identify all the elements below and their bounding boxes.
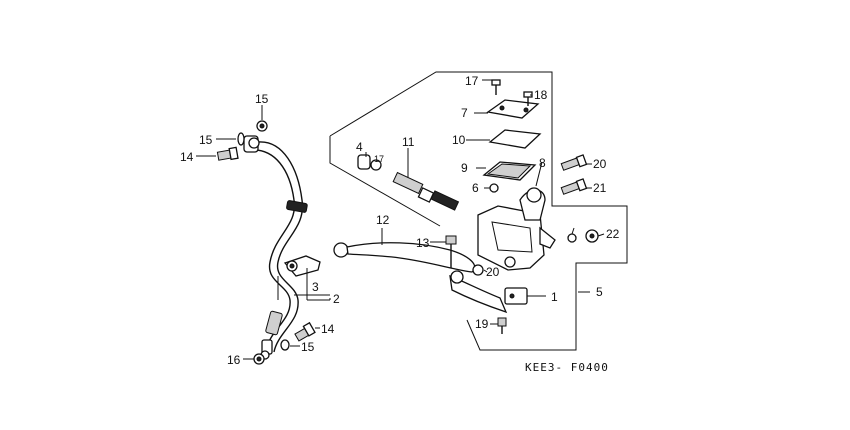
callout-16: 17 bbox=[374, 154, 384, 164]
callout-9: 9 bbox=[461, 161, 468, 175]
callout-12: 12 bbox=[376, 213, 390, 227]
callout-14a: 14 bbox=[180, 150, 194, 164]
callout-3: 3 bbox=[312, 280, 319, 294]
callout-19: 20 bbox=[486, 265, 500, 279]
callout-11: 11 bbox=[402, 135, 415, 149]
callout-17b: 18 bbox=[534, 88, 548, 102]
callout-15d: 16 bbox=[227, 353, 241, 367]
callout-18: 19 bbox=[475, 317, 489, 331]
callout-5: 5 bbox=[596, 285, 603, 299]
callout-13: 13 bbox=[416, 236, 430, 250]
callout-15a: 15 bbox=[255, 92, 269, 106]
hose-hardware bbox=[216, 120, 316, 365]
callout-1: 1 bbox=[551, 290, 558, 304]
callout-8: 8 bbox=[539, 156, 546, 170]
callout-10: 10 bbox=[452, 133, 466, 147]
diagram-code: KEE3- F0400 bbox=[525, 361, 609, 374]
callout-2: 2 bbox=[333, 292, 340, 306]
brake-hose bbox=[243, 135, 321, 360]
assembly-outline bbox=[329, 71, 628, 351]
callout-20a: 20 bbox=[593, 157, 607, 171]
master-cylinder bbox=[477, 99, 556, 271]
callouts: 1 2 3 4 5 6 7 8 9 10 11 12 13 14 14 15 1… bbox=[180, 74, 620, 367]
callout-20b: 21 bbox=[593, 181, 607, 195]
leader-lines bbox=[196, 79, 605, 360]
piston-kit bbox=[357, 154, 460, 211]
callout-7: 7 bbox=[461, 106, 468, 120]
brake-lever bbox=[333, 242, 508, 314]
callout-4: 4 bbox=[356, 140, 363, 154]
callout-15c: 15 bbox=[301, 340, 315, 354]
callout-15b: 15 bbox=[199, 133, 213, 147]
callout-14b: 14 bbox=[321, 322, 335, 336]
callout-17a: 17 bbox=[465, 74, 479, 88]
callout-21: 22 bbox=[606, 227, 620, 241]
callout-6: 6 bbox=[472, 181, 479, 195]
